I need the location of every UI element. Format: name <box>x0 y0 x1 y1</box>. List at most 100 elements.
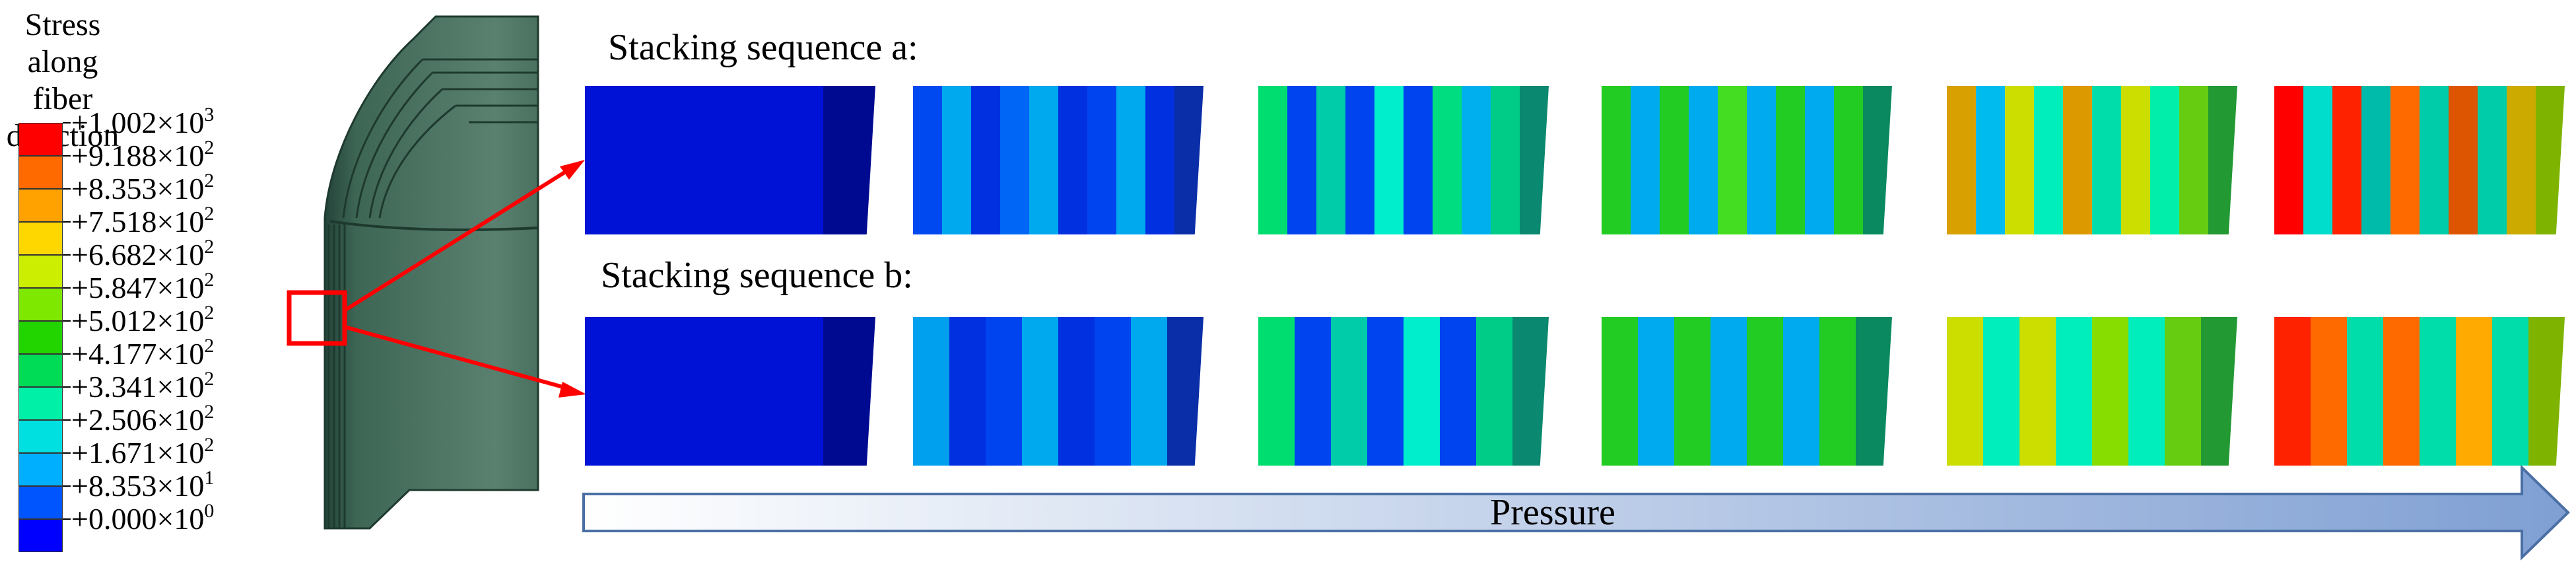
legend-label: +9.188×102 <box>71 137 215 178</box>
sequence-b-strip <box>585 317 875 466</box>
pressure-label: Pressure <box>1490 492 1615 533</box>
strip-band <box>1776 86 1806 234</box>
strip-band <box>1404 317 1441 466</box>
legend-tick-row: +2.506×102 <box>18 401 296 453</box>
strip-band <box>2507 86 2536 234</box>
strip-band <box>704 317 764 466</box>
strip-band <box>2478 86 2507 234</box>
legend-label-exponent: 2 <box>204 137 215 159</box>
strip-band <box>2332 86 2362 234</box>
legend-tick <box>63 485 71 487</box>
sequence-a-strip <box>913 86 1203 234</box>
strip-band <box>1747 86 1777 234</box>
strip-band <box>1295 317 1332 466</box>
legend-swatch <box>18 321 63 354</box>
legend-label-mantissa: +5.012×10 <box>71 304 205 337</box>
strip-band <box>2063 86 2093 234</box>
sequence-a-label: Stacking sequence a: <box>608 27 918 68</box>
legend-label-mantissa: +9.188×10 <box>71 139 205 172</box>
sequence-a-strip <box>1258 86 1549 234</box>
strip-band <box>1491 86 1520 234</box>
legend-tick <box>63 386 71 388</box>
strip-band <box>1440 317 1477 466</box>
legend-tick <box>63 254 71 256</box>
strip-band <box>2179 86 2209 234</box>
legend-swatch <box>18 255 63 288</box>
legend-tick-row: +0.000×100 <box>18 500 296 552</box>
strip-band <box>1674 317 1711 466</box>
strip-band <box>1345 86 1375 234</box>
legend-label-exponent: 2 <box>204 236 215 258</box>
legend-swatch <box>18 222 63 255</box>
legend-label: +1.002×103 <box>71 104 214 145</box>
strip-band <box>986 317 1023 466</box>
strip-band <box>2383 317 2420 466</box>
legend-swatch <box>18 420 63 453</box>
legend-label-mantissa: +8.353×10 <box>71 172 205 205</box>
strip-band <box>1058 86 1088 234</box>
legend-tick <box>63 188 71 190</box>
legend-label-mantissa: +1.002×10 <box>71 106 205 139</box>
strip-band <box>2492 317 2529 466</box>
legend-tick-row: +4.177×102 <box>18 335 296 387</box>
strip-band <box>1316 86 1346 234</box>
legend-label-mantissa: +3.341×10 <box>71 370 205 404</box>
dome-equator-line <box>329 220 539 231</box>
legend-label-exponent: 0 <box>204 500 215 522</box>
sequence-a-strip <box>2274 86 2565 234</box>
legend-tick <box>63 452 71 454</box>
legend-label: +6.682×102 <box>71 236 215 277</box>
strip-band <box>1087 86 1117 234</box>
legend-label-mantissa: +6.682×10 <box>71 238 205 271</box>
strip-band <box>2034 86 2064 234</box>
strip-band <box>1783 317 1820 466</box>
strip-band <box>1602 317 1639 466</box>
legend-label-mantissa: +8.353×10 <box>71 469 205 503</box>
legend-label: +8.353×101 <box>71 467 214 508</box>
dome-layer-line <box>378 104 456 219</box>
strip-band <box>1258 86 1288 234</box>
sequence-b-strip <box>1258 317 1549 466</box>
strip-band <box>1145 86 1175 234</box>
strip-band <box>2361 86 2391 234</box>
strip-band <box>1747 317 1784 466</box>
strip-band <box>585 317 646 466</box>
dome-layer-line <box>368 88 444 219</box>
legend-tick-row: +9.188×102 <box>18 137 296 189</box>
strip-band <box>942 86 972 234</box>
legend-tick <box>63 518 71 520</box>
strip-band <box>1805 86 1835 234</box>
legend-swatch <box>18 354 63 387</box>
strip-band <box>2092 317 2129 466</box>
dome-layer-line <box>342 58 424 219</box>
legend-swatch <box>18 189 63 222</box>
legend-label-mantissa: +0.000×10 <box>71 502 205 536</box>
legend-tick-row: +7.518×102 <box>18 203 296 255</box>
strip-band <box>949 317 986 466</box>
strip-band <box>1476 317 1513 466</box>
vessel-body <box>323 15 539 530</box>
sequence-b-strip <box>913 317 1203 466</box>
strip-band <box>2449 86 2478 234</box>
strip-band <box>1602 86 1631 234</box>
legend-swatch <box>18 156 63 189</box>
legend-tick <box>63 221 71 223</box>
strip-band <box>1258 317 1295 466</box>
strip-band <box>1116 86 1146 234</box>
legend-label-exponent: 2 <box>204 203 215 225</box>
legend-label: +7.518×102 <box>71 203 215 244</box>
strip-band <box>1660 86 1689 234</box>
legend-label: +4.177×102 <box>71 335 214 376</box>
strip-band <box>1000 86 1030 234</box>
strip-band <box>971 86 1001 234</box>
callout-arrowhead-a <box>560 160 585 180</box>
strip-band <box>1689 86 1718 234</box>
strip-band <box>2274 317 2311 466</box>
legend-tick <box>63 419 71 421</box>
strip-band <box>1331 317 1368 466</box>
legend-swatch <box>18 288 63 321</box>
legend-label-exponent: 2 <box>204 434 215 456</box>
sequence-a-strip <box>1947 86 2237 234</box>
